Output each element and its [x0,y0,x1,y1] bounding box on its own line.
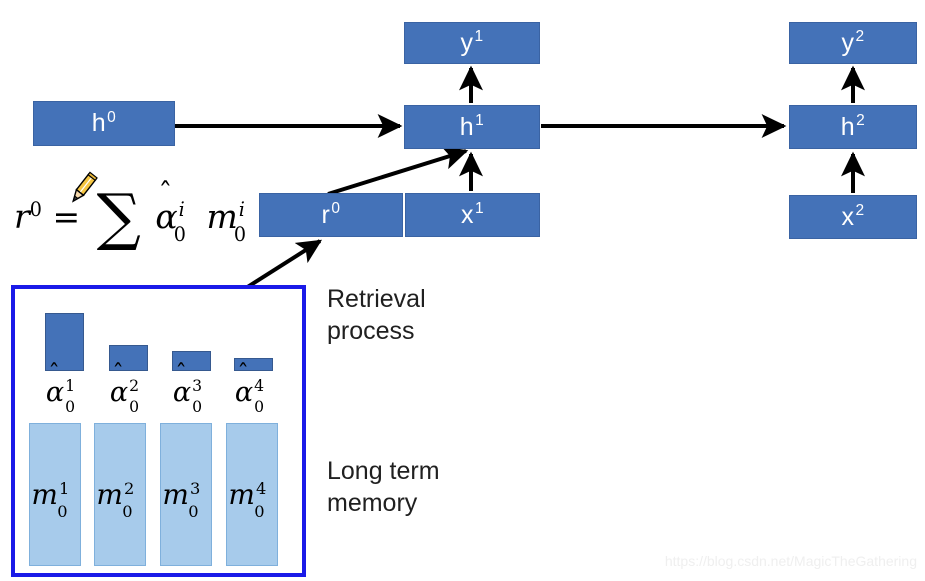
node-x1[interactable]: x1 [405,193,540,237]
attention-bar-3[interactable] [172,351,211,371]
watermark: https://blog.csdn.net/MagicTheGathering [664,553,917,569]
summation-symbol: ∑ [96,180,141,253]
pencil-icon [72,171,98,203]
node-y2[interactable]: y2 [789,22,917,64]
memory-slot-1-label: m10 [31,478,70,521]
memory-slot-3[interactable]: m30 [160,423,212,566]
node-h1-label: h1 [459,112,485,141]
attention-bar-2[interactable] [109,345,148,371]
memory-slot-2[interactable]: m20 [94,423,146,566]
node-y1[interactable]: y1 [404,22,540,64]
memory-slot-1[interactable]: m10 [29,423,81,566]
arrow-r0-to-h1 [327,146,469,196]
memory-slot-2-label: m20 [96,478,135,521]
memory-slot-4[interactable]: m40 [226,423,278,566]
attention-bar-1[interactable] [45,313,84,371]
node-h0-label: h0 [91,108,117,137]
node-h0[interactable]: h0 [33,101,175,146]
node-r0-label: r0 [321,200,341,229]
node-h2-label: h2 [840,112,866,141]
caption-long-term-memory: Long term memory [327,457,440,517]
node-h1[interactable]: h1 [404,105,540,149]
node-y1-label: y1 [460,28,484,57]
node-h2[interactable]: h2 [789,105,917,149]
node-x2-label: x2 [841,202,865,231]
memory-slot-3-label: m30 [162,478,201,521]
node-y2-label: y2 [841,28,865,57]
attention-bar-4[interactable] [234,358,273,371]
node-x1-label: x1 [460,200,485,229]
memory-slot-4-label: m40 [228,478,267,521]
node-r0[interactable]: r0 [259,193,403,237]
node-x2[interactable]: x2 [789,195,917,239]
caption-retrieval-process: Retrieval process [327,285,426,345]
